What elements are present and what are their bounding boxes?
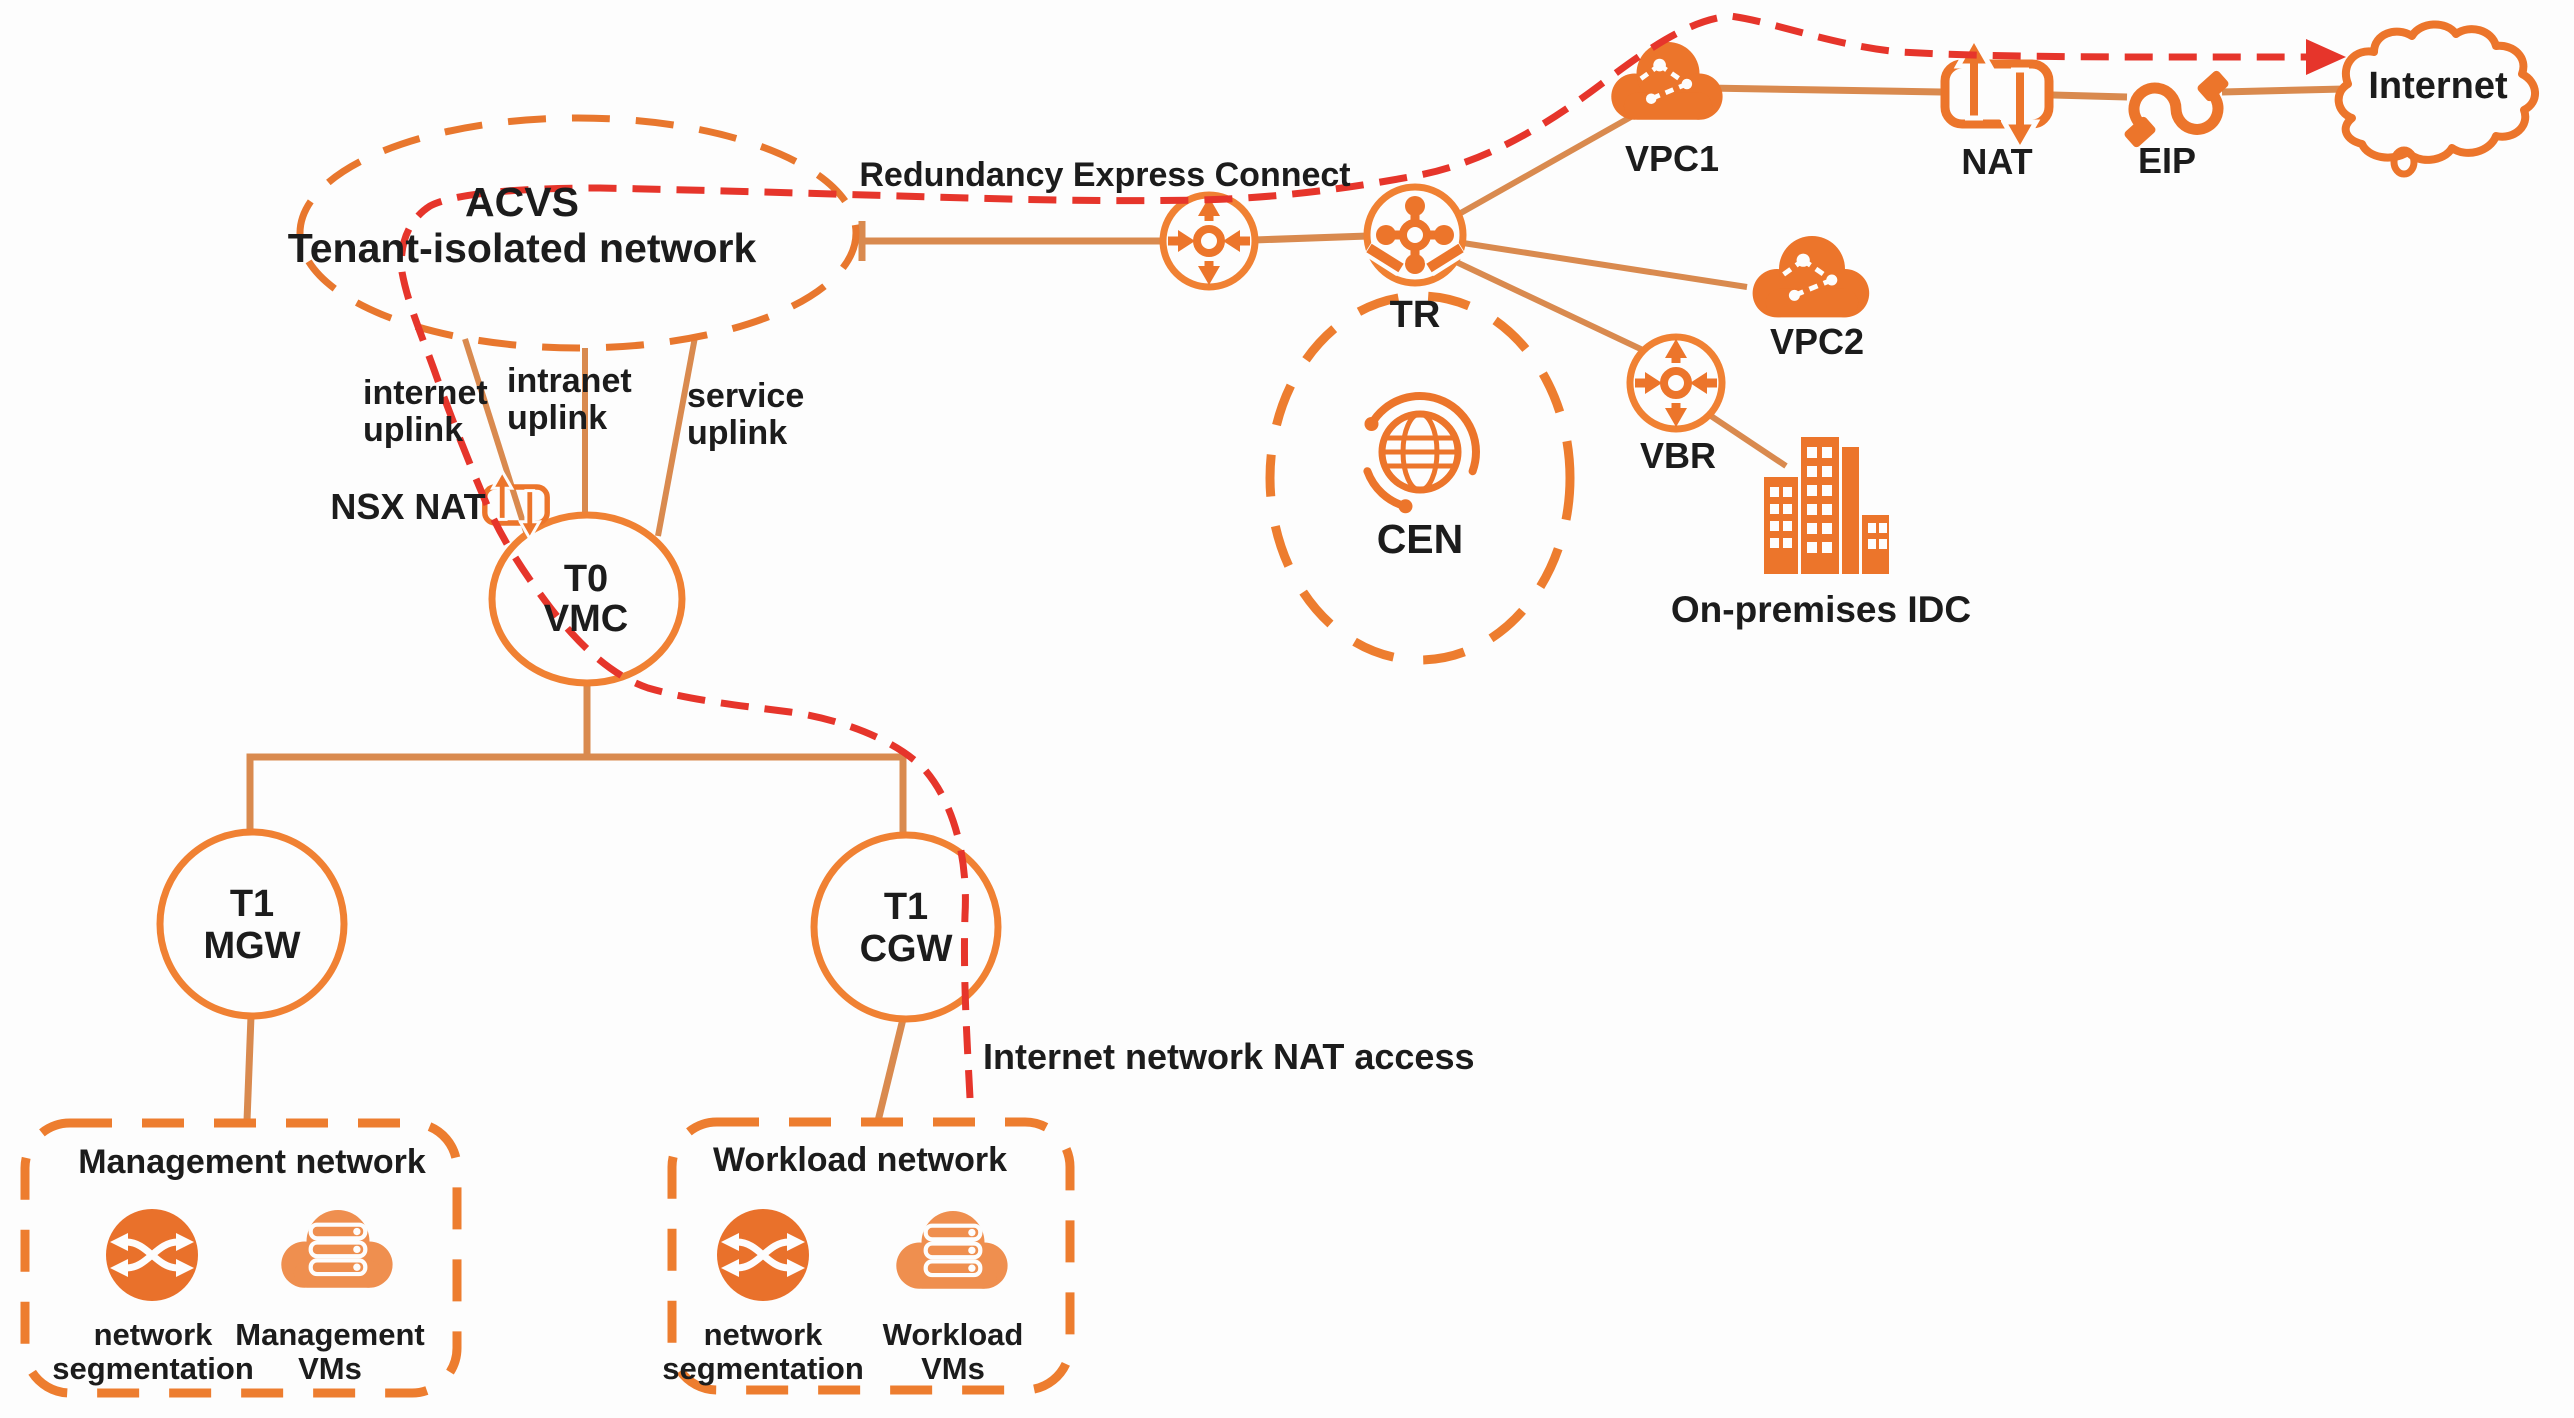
- t1-cgw-label-line1: T1: [884, 886, 928, 928]
- service-uplink-label-line2: uplink: [687, 414, 787, 452]
- workload-vms-icon: [896, 1211, 1007, 1289]
- t1-mgw-label-line2: MGW: [203, 925, 300, 967]
- management-vms-label-line1: Management: [235, 1317, 424, 1352]
- service-uplink-label-line1: service: [687, 377, 804, 415]
- management-vms-icon: [281, 1210, 392, 1288]
- cgw-to-box-line: [874, 1018, 907, 1122]
- nat-to-eip-line: [2052, 91, 2128, 101]
- tr-to-vbr-line: [1450, 257, 1649, 355]
- workload-network-box: [667, 1117, 1075, 1395]
- acvs-title-line2: Tenant-isolated network: [288, 225, 757, 271]
- cen-ellipse: [1265, 291, 1575, 665]
- router-to-tr-line: [1253, 232, 1369, 244]
- vbr-label: VBR: [1640, 435, 1716, 476]
- t0-label-line1: T0: [564, 558, 608, 600]
- tr-to-vpc1-line: [1457, 102, 1654, 217]
- acvs-title-line1: ACVS: [465, 179, 579, 225]
- mgmt-network-segmentation-icon: [106, 1209, 198, 1301]
- nat-access-label: Internet network NAT access: [983, 1036, 1474, 1077]
- cen-label: CEN: [1377, 516, 1464, 562]
- idc-building-icon: [1764, 437, 1889, 574]
- transit-router-icon: [1367, 187, 1463, 283]
- vpc1-label: VPC1: [1625, 138, 1719, 179]
- t0-label-line2: VMC: [544, 598, 628, 640]
- t1-junction-bar: [246, 753, 907, 836]
- vbr-to-idc-line: [1706, 411, 1788, 469]
- nat-access-red-path: [397, 12, 2346, 1099]
- intranet-uplink-label-line2: uplink: [507, 399, 607, 437]
- tr-label: TR: [1390, 294, 1441, 336]
- workload-vms-label-line1: Workload: [883, 1317, 1024, 1352]
- t1-mgw-label-line1: T1: [230, 883, 274, 925]
- nat-label: NAT: [1961, 141, 2032, 182]
- nsx-nat-label: NSX NAT: [330, 486, 485, 527]
- workload-segmentation-label-line2: segmentation: [662, 1351, 864, 1386]
- redundancy-express-connect-label: Redundancy Express Connect: [859, 156, 1350, 194]
- workload-vms-label-line2: VMs: [921, 1351, 985, 1386]
- vpc2-cloud-icon: [1753, 236, 1870, 317]
- management-network-title: Management network: [78, 1143, 426, 1181]
- idc-label: On-premises IDC: [1671, 589, 1971, 630]
- internet-uplink-line: [462, 338, 531, 539]
- connector-lines: [243, 84, 2345, 1122]
- red-dashed-route: [397, 12, 2313, 1099]
- mgmt-segmentation-label-line1: network: [94, 1317, 214, 1352]
- t1-cgw-label-line2: CGW: [860, 928, 953, 970]
- internet-uplink-label-line2: uplink: [363, 411, 463, 449]
- internet-label: Internet: [2368, 65, 2508, 107]
- internet-uplink-label-line1: internet: [363, 374, 488, 412]
- eip-to-internet-line: [2221, 85, 2345, 96]
- mgmt-segmentation-label-line2: segmentation: [52, 1351, 254, 1386]
- mgw-to-box-line: [243, 1015, 255, 1122]
- vpc1-cloud-icon: [1611, 42, 1722, 120]
- t1-cgw-node: [810, 831, 1002, 1023]
- express-connect-router-icon: [1163, 195, 1255, 287]
- management-network-box: [20, 1118, 462, 1398]
- management-vms-label-line2: VMs: [298, 1351, 362, 1386]
- eip-label: EIP: [2138, 140, 2196, 181]
- vpc2-label: VPC2: [1770, 321, 1864, 362]
- red-arrowhead-icon: [2306, 39, 2346, 75]
- acvs-tenant-ellipse: [296, 114, 860, 352]
- tr-to-vpc2-line: [1462, 240, 1748, 290]
- t1-mgw-node: [156, 828, 348, 1020]
- service-uplink-line: [655, 336, 698, 537]
- internet-cloud-icon: [2334, 20, 2539, 178]
- workload-segmentation-label-line1: network: [704, 1317, 824, 1352]
- workload-network-segmentation-icon: [717, 1209, 809, 1301]
- eip-cable-icon: [2124, 70, 2229, 148]
- vbr-router-icon: [1630, 337, 1722, 429]
- vpc1-to-nat-line: [1706, 84, 1942, 96]
- cen-globe-icon: [1363, 392, 1480, 514]
- t0-vmc-node: [488, 511, 686, 687]
- workload-network-title: Workload network: [713, 1141, 1007, 1179]
- intranet-uplink-label-line1: intranet: [507, 362, 632, 400]
